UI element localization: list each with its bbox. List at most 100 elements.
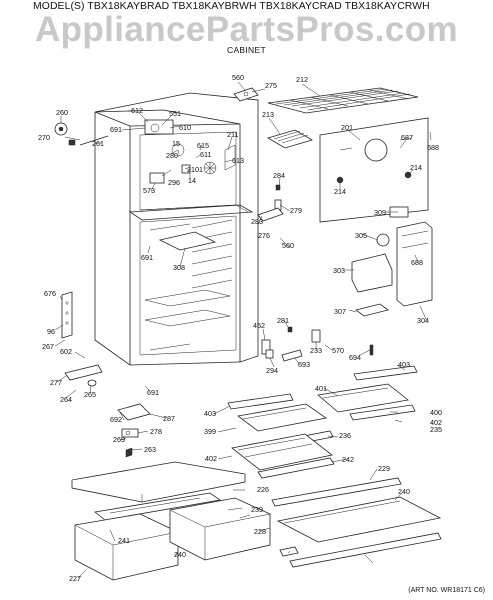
callout: 399: [204, 427, 216, 436]
callout: 260: [56, 108, 68, 117]
callout: 214: [334, 187, 346, 196]
callout: 687: [401, 133, 413, 142]
callout: 691: [141, 253, 153, 262]
part-265: [87, 379, 97, 387]
part-235: [257, 457, 335, 479]
part-233: [311, 329, 321, 343]
part-693: [281, 349, 303, 362]
callout: 400: [430, 408, 442, 417]
part-228: [279, 546, 299, 557]
callout: 15: [172, 139, 180, 148]
callout: 263: [144, 445, 156, 454]
callout: 264: [60, 395, 72, 404]
leader-lines: [54, 81, 432, 579]
part-279: [274, 184, 282, 211]
callout: 688: [427, 143, 439, 152]
callout: 570: [332, 346, 344, 355]
callout: 403: [204, 409, 216, 418]
part-308: [158, 231, 217, 251]
callout: 276: [258, 231, 270, 240]
callout: 270: [38, 133, 50, 142]
callout: 402: [430, 418, 442, 427]
callout: 688: [411, 258, 423, 267]
callout: 692: [110, 415, 122, 424]
part-294: [265, 349, 274, 359]
callout: 676: [44, 289, 56, 298]
part-401-shelf-right: [317, 383, 409, 413]
callout: 211: [227, 130, 238, 139]
callout: 96: [47, 327, 55, 336]
callout: 278: [150, 427, 162, 436]
callout: 402: [205, 454, 217, 463]
part-676-hinge: [61, 291, 73, 339]
callout: 265: [84, 390, 96, 399]
callout: 693: [298, 360, 310, 369]
model-header: MODEL(S) TBX18KAYBRAD TBX18KAYBRWH TBX18…: [33, 1, 430, 12]
part-303: [351, 253, 393, 293]
callout: 610: [179, 123, 191, 132]
callout: 691: [110, 125, 122, 134]
diagram-subtitle: CABINET: [227, 45, 266, 55]
callout: 305: [355, 231, 367, 240]
callout: 227: [69, 574, 81, 583]
part-241-drawer-right: [169, 497, 271, 561]
callout: 304: [417, 316, 429, 325]
part-401-shelf-left: [237, 403, 328, 432]
callout: 403: [398, 360, 410, 369]
callout: 241: [118, 536, 130, 545]
callout: 296: [168, 178, 180, 187]
callout: 615: [197, 141, 209, 150]
callout: 283: [251, 217, 263, 226]
part-260: [54, 122, 109, 146]
callout: 239: [251, 505, 263, 514]
callout: 284: [273, 171, 285, 180]
callout: 280: [166, 151, 178, 160]
watermark: AppliancePartsPros.com: [34, 10, 459, 49]
part-236-cover: [231, 433, 333, 471]
part-307: [355, 303, 389, 317]
callout: 307: [334, 307, 346, 316]
callout: 201: [341, 123, 353, 132]
callout: 281: [277, 316, 289, 325]
part-275: [233, 87, 259, 102]
callout: 213: [262, 110, 274, 119]
callout: 242: [342, 455, 354, 464]
callout: 694: [349, 353, 361, 362]
callout: 560: [282, 241, 294, 250]
part-694: [369, 344, 374, 356]
part-281: [287, 326, 293, 333]
callout: 303: [333, 266, 345, 275]
callout: 226: [257, 485, 269, 494]
part-403-right: [353, 365, 418, 381]
part-304-duct: [396, 221, 433, 307]
callout: 269: [113, 435, 125, 444]
callout: 261: [92, 139, 104, 148]
callout: 236: [339, 431, 351, 440]
callout: 228: [254, 527, 266, 536]
callout: 691: [147, 388, 159, 397]
part-227: [289, 532, 442, 568]
callout: 235: [430, 425, 442, 434]
callout: 308: [173, 263, 185, 272]
part-226: [271, 477, 402, 507]
part-277: [64, 364, 103, 381]
part-240-drawer-left: [74, 513, 179, 581]
callout: 573: [143, 186, 155, 195]
part-305: [376, 233, 390, 247]
callout: 602: [60, 347, 72, 356]
callout: 287: [163, 414, 175, 423]
callout: 240: [174, 550, 186, 559]
callout: 613: [232, 156, 244, 165]
callout: 279: [290, 206, 302, 215]
callout: 294: [266, 366, 278, 375]
art-number: (ART NO. WR18171 C6): [408, 587, 485, 594]
callout: 233: [310, 346, 322, 355]
part-276: [257, 207, 284, 222]
part-400: [349, 404, 416, 421]
callout: 212: [296, 75, 308, 84]
callout: 612: [131, 106, 143, 115]
callout: 277: [50, 378, 62, 387]
callout: 275: [265, 81, 277, 90]
callout: 214: [410, 163, 422, 172]
